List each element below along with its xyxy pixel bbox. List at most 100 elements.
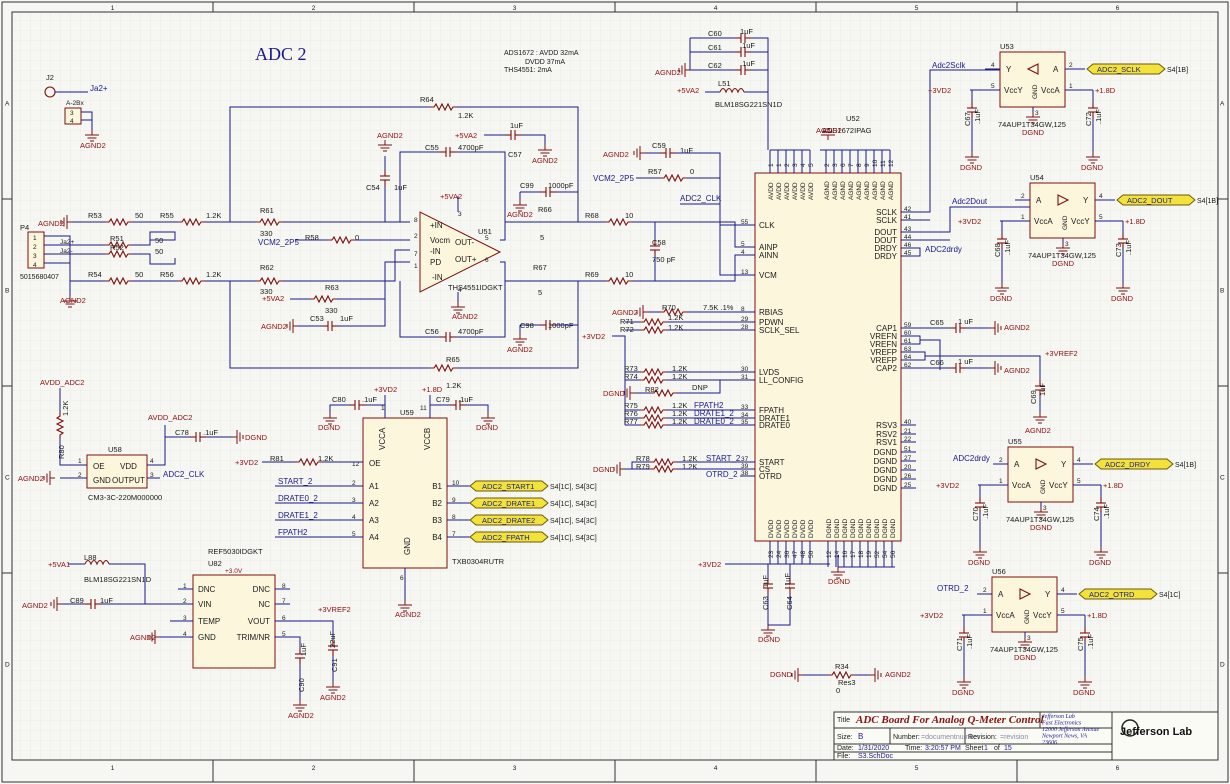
border-row-right: A: [1220, 101, 1225, 108]
r72-ref: R72: [620, 325, 634, 334]
border-col-top: 1: [111, 5, 115, 12]
adc-pinnum-right: 25: [904, 482, 912, 489]
r82-gnd: DGND: [603, 389, 626, 398]
adc-pin-top: AVDD: [768, 182, 775, 200]
u59-pin-a: A2: [369, 499, 379, 508]
net-port-adc2_drdy: [1094, 458, 1174, 470]
ths-pin-vocm: Vocm: [430, 236, 450, 245]
adc-pin-right: DOUT: [874, 236, 897, 245]
c55-val: 4700pF: [458, 143, 484, 152]
adc-pin-top: AVDD: [808, 182, 815, 200]
u82-pinnum-left: 2: [183, 598, 187, 605]
c80-ref: C80: [332, 395, 346, 404]
buffer-gnd: GND: [1062, 215, 1069, 230]
tb-file: S3.SchDoc: [858, 753, 894, 760]
r64-ref: R64: [420, 95, 434, 104]
border-row-right: B: [1220, 288, 1224, 295]
adc-pin-left: PDWN: [759, 318, 784, 327]
buffer-pin-left: Y: [1006, 65, 1012, 74]
r52-ref: R52: [110, 243, 124, 252]
r69-ref: R69: [585, 270, 599, 279]
vref-network: C65 1 uF AGND2 +3VREF2 C66 1 uF AGND2 C6…: [901, 61, 1078, 435]
u82-pinnum-right: 6: [282, 615, 286, 622]
adc-pin-right: DGND: [873, 484, 897, 493]
connector-p4: P4 1 2 3 4 5015680407 Ja2+ Ja2- AGND2 AG…: [20, 214, 86, 308]
r63-val: 330: [325, 306, 338, 315]
c89-val: 1uF: [100, 596, 113, 605]
otrd-net: OTRD_2: [706, 470, 738, 479]
adc-pin-top: AVDD: [784, 182, 791, 200]
c98-ref: C98: [520, 321, 534, 330]
adc-pin-right: DRDY: [874, 244, 897, 253]
buffer-vcc-left: VccY: [1004, 86, 1023, 95]
adc-pinnum-left: 5: [741, 241, 745, 248]
buffer-pwr-right: +1.8D: [1103, 481, 1124, 490]
buffer-cap-ref: C70: [971, 507, 980, 521]
adc-pin-right: DGND: [873, 457, 897, 466]
tb-company-line: 23606: [1042, 740, 1057, 746]
adc-pinnum-left: 30: [741, 366, 749, 373]
u82-pinnum-left: 1: [183, 583, 187, 590]
u82-pin-right: VOUT: [248, 617, 270, 626]
svg-text:3: 3: [1027, 635, 1031, 642]
tb-number: =documentnumber: [921, 734, 980, 741]
start-net: START_2: [706, 454, 741, 463]
buffer-cap-val: .1uF: [973, 109, 982, 124]
border-col-bottom: 1: [111, 765, 115, 772]
r78-val: 1.2K: [682, 454, 697, 463]
r34-ref: R34: [835, 662, 849, 671]
adc-pin-right: VREFN: [870, 332, 897, 341]
adc-pinnum-left: 33: [741, 404, 749, 411]
c91-ref: C91: [330, 658, 339, 672]
r53-val: 50: [135, 211, 143, 220]
net-port-adc2_otrd: [1078, 588, 1158, 600]
r71-ref: R71: [620, 317, 634, 326]
current-note-2: DVDD 37mA: [525, 59, 565, 66]
u82-pin-left: TEMP: [198, 617, 220, 626]
svg-text:4: 4: [1099, 193, 1103, 200]
u59-in-net: DRATE1_2: [278, 511, 318, 520]
adc-pin-top: AGND: [888, 181, 895, 200]
adc-pin-right: RSV1: [876, 438, 897, 447]
adc-pin-left: AINP: [759, 243, 778, 252]
u82-pinnum-right: 7: [282, 598, 286, 605]
dvdd-decoupling: +3VD2 C63 1uF C64 .1uF DGND DGND: [698, 555, 895, 644]
buffer-cap-val: .1uF: [1086, 634, 1095, 649]
adc-pinnum-right: 20: [904, 464, 912, 471]
p4-pin3: 3: [33, 253, 37, 260]
adc-pinnum-bottom: 36: [784, 550, 791, 558]
buffer-cap-ref: C72: [1084, 112, 1093, 126]
adc-pin-bottom: DVDD: [768, 519, 775, 538]
adc-pinnum-bottom: 23: [768, 550, 775, 558]
tb-revision: =revision: [1000, 734, 1028, 741]
u58-part: CM3-3C-220M000000: [88, 493, 162, 502]
r81-pwr: +3VD2: [235, 458, 258, 467]
u58-vdd: VDD: [120, 462, 137, 471]
u59-pin-a: A1: [369, 482, 379, 491]
adc-pin-bottom: DGND: [890, 519, 897, 538]
adc-pinnum-top: 12: [888, 159, 895, 167]
r66-val: 5: [540, 233, 544, 242]
port-ref: S4[1B]: [1175, 462, 1196, 469]
u82-pinnum-left: 4: [183, 631, 187, 638]
input-termination: R53 50 R55 1.2K R51 50 R52 50 R54 50 R56…: [70, 106, 400, 369]
port-ref: S4[1B]: [1197, 198, 1218, 205]
adc-pin-right: DGND: [873, 448, 897, 457]
adc-pinnum-bottom: 52: [874, 550, 881, 558]
port-label: ADC2_DRATE1: [482, 499, 535, 508]
buffer-vcc-left: VccA: [1034, 217, 1053, 226]
u59-gnd: GND: [403, 537, 412, 555]
adc-pinnum-left: 35: [741, 419, 749, 426]
r34-agnd: AGND2: [885, 670, 911, 679]
c53-gnd-label: AGND2: [261, 322, 287, 331]
adc-pin-top: AGND: [840, 181, 847, 200]
adc-pin-right: CAP2: [876, 364, 897, 373]
c57-val: 1uF: [510, 121, 523, 130]
adc-pinnum-left: 29: [741, 316, 749, 323]
c91-val: 22uF: [328, 630, 337, 648]
adc-agnd-label: AGND2: [816, 126, 842, 135]
buffer-cap-val: .1uF: [1124, 240, 1133, 255]
port-ref: S4[1C], S4[3C]: [550, 501, 597, 508]
svg-text:4: 4: [1077, 457, 1081, 464]
